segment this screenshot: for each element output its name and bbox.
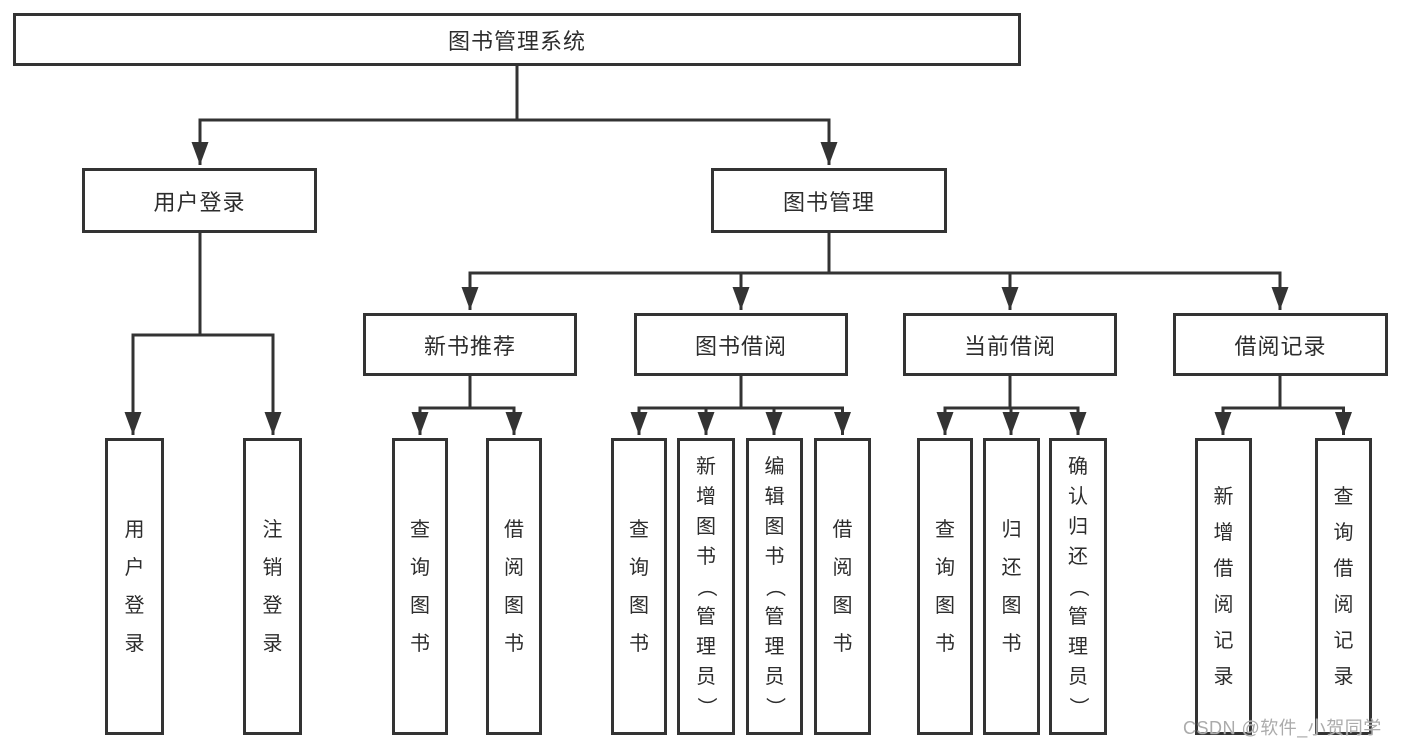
leaf-query-books: 查询图书 — [611, 438, 667, 735]
leaf-label: 确认归还（管理员） — [1067, 455, 1089, 717]
leaf-label: 查询借阅记录 — [1333, 485, 1354, 688]
leaf-label: 借阅图书 — [504, 518, 524, 655]
leaf-query-books: 查询图书 — [917, 438, 973, 735]
leaf-query-books: 查询图书 — [392, 438, 448, 735]
leaf-label: 新增借阅记录 — [1213, 485, 1234, 688]
leaf-label: 编辑图书（管理员） — [763, 455, 786, 717]
leaf-confirm-return-admin: 确认归还（管理员） — [1049, 438, 1107, 735]
leaf-label: 查询图书 — [629, 518, 649, 655]
node-user-login: 用户登录 — [82, 168, 317, 233]
leaf-query-borrow-record: 查询借阅记录 — [1315, 438, 1372, 735]
node-book-manage: 图书管理 — [711, 168, 947, 233]
leaf-borrow-books: 借阅图书 — [814, 438, 871, 735]
leaf-label: 查询图书 — [935, 518, 955, 655]
node-system-root: 图书管理系统 — [13, 13, 1021, 66]
node-label: 图书管理系统 — [447, 28, 586, 54]
node-label: 图书管理 — [782, 189, 875, 215]
leaf-user-login: 用户登录 — [105, 438, 164, 735]
leaf-label: 用户登录 — [124, 518, 145, 655]
node-book-borrow: 图书借阅 — [634, 313, 848, 376]
leaf-label: 新增图书（管理员） — [695, 455, 717, 717]
leaf-label: 查询图书 — [410, 518, 430, 655]
leaf-add-borrow-record: 新增借阅记录 — [1195, 438, 1252, 735]
node-label: 图书借阅 — [694, 333, 787, 359]
leaf-add-books-admin: 新增图书（管理员） — [677, 438, 735, 735]
node-label: 用户登录 — [153, 189, 246, 215]
node-label: 新书推荐 — [423, 333, 516, 359]
node-label: 当前借阅 — [963, 333, 1056, 359]
csdn-watermark: CSDN @软件_小贺同学 — [1183, 718, 1382, 738]
node-borrow-records: 借阅记录 — [1173, 313, 1388, 376]
node-current-borrow: 当前借阅 — [903, 313, 1117, 376]
leaf-return-books: 归还图书 — [983, 438, 1040, 735]
leaf-label: 注销登录 — [262, 518, 283, 655]
node-label: 借阅记录 — [1234, 333, 1327, 359]
leaf-label: 借阅图书 — [832, 518, 853, 655]
node-new-book-recommend: 新书推荐 — [363, 313, 577, 376]
leaf-edit-books-admin: 编辑图书（管理员） — [746, 438, 803, 735]
leaf-logout: 注销登录 — [243, 438, 302, 735]
leaf-borrow-books: 借阅图书 — [486, 438, 542, 735]
leaf-label: 归还图书 — [1001, 518, 1022, 655]
